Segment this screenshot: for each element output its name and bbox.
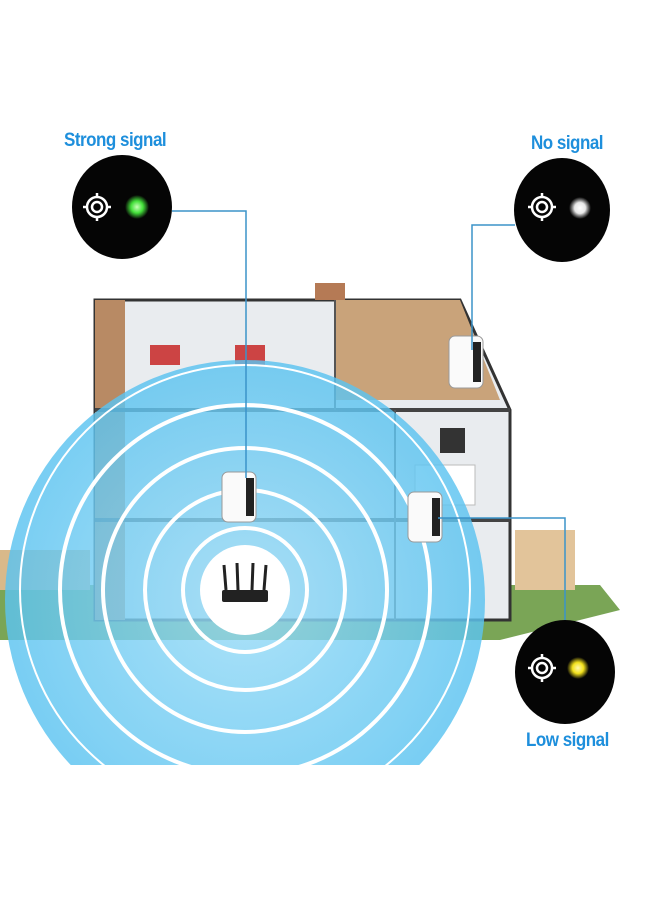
label-low-signal: Low signal: [526, 728, 609, 751]
indicator-low: [515, 620, 615, 724]
signal-target-icon: [83, 193, 111, 221]
repeater-low: [407, 491, 443, 543]
callout-lines: [172, 210, 566, 622]
router-icon: [200, 545, 290, 635]
led-white: [569, 197, 591, 219]
label-no-signal: No signal: [531, 131, 604, 154]
fence-right: [515, 530, 575, 590]
signal-target-icon: [528, 654, 556, 682]
led-green: [125, 195, 149, 219]
repeater-strong: [221, 471, 257, 523]
label-strong-signal: Strong signal: [64, 128, 167, 151]
signal-rings: [19, 364, 471, 816]
signal-target-icon: [528, 193, 556, 221]
indicator-none: [514, 158, 610, 262]
led-yellow: [567, 657, 589, 679]
indicator-strong: [72, 155, 172, 259]
repeater-none: [448, 335, 484, 389]
